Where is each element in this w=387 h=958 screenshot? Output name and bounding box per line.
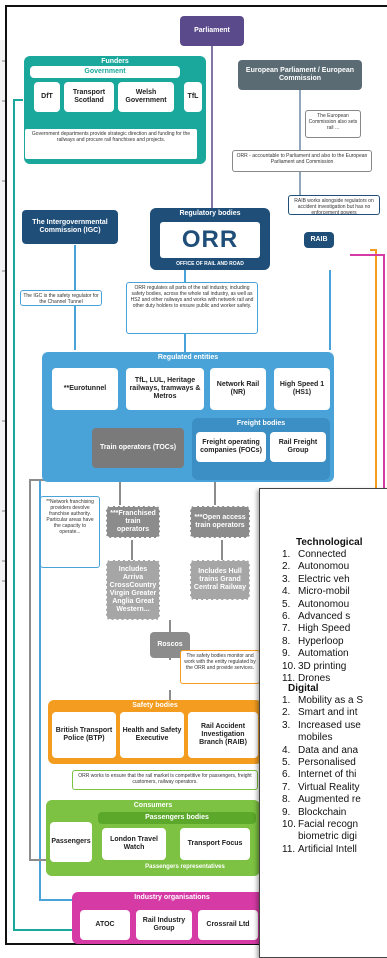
list-item: 4.Data and ana: [282, 744, 359, 756]
technological-heading: Technological: [296, 537, 363, 548]
list-item: 7.High Speed: [282, 623, 351, 635]
open-access-list: Includes Hull trains Grand Central Railw…: [190, 560, 250, 600]
list-item: 2.Autonomou: [282, 561, 350, 573]
freight-operators-box: Freight operating companies (FOCs): [196, 432, 266, 462]
franchising-note: **Network franchising providers devolve …: [40, 496, 100, 568]
transport-scotland-box: Transport Scotland: [64, 82, 114, 112]
funders-title: Funders: [101, 58, 129, 65]
orr-note: ORR regulates all parts of the rail indu…: [126, 282, 258, 334]
freight-note: The safety bodies monitor and work with …: [180, 650, 260, 684]
btp-box: British Transport Police (BTP): [52, 712, 116, 758]
government-box: Government: [30, 66, 180, 78]
regulatory-panel: Regulatory bodies ORR OFFICE OF RAIL AND…: [150, 208, 270, 270]
franchised-list: Includes Arriva CrossCountry Virgin Grea…: [106, 560, 160, 620]
list-item: 5.Autonomou: [282, 598, 350, 610]
london-travelwatch-box: London Travel Watch: [102, 828, 166, 860]
list-item: 9.Automation: [282, 648, 349, 660]
list-item: 6.Advanced s: [282, 611, 351, 623]
crossrail-box: Crossrail Ltd: [198, 910, 258, 940]
igc-note: The IGC is the safety regulator for the …: [20, 290, 102, 306]
list-item: 2.Smart and int: [282, 707, 358, 719]
hse-box: Health and Safety Executive: [120, 712, 184, 758]
train-operators-box: Train operators (TOCs): [92, 428, 184, 468]
orr-competition-note: ORR works to ensure that the rail market…: [72, 770, 258, 790]
dft-box: DfT: [34, 82, 60, 112]
list-item: 11.Artificial Intell: [282, 843, 357, 855]
raib-safety-box: Rail Accident Investigation Branch (RAIB…: [188, 712, 258, 758]
rail-industry-group-box: Rail Industry Group: [136, 910, 192, 940]
regulated-title: Regulated entities: [157, 354, 219, 361]
list-item: mobiles: [298, 732, 333, 744]
digital-heading: Digital: [288, 683, 319, 694]
eu-note-2: ORR - accountable to Parliament and also…: [232, 150, 372, 172]
network-rail-box: Network Rail (NR): [210, 368, 266, 410]
orr-logo-text: ORR: [181, 226, 239, 253]
list-item: 5.Personalised: [282, 757, 356, 769]
open-access-box: ***Open access train operators: [190, 506, 250, 538]
atoc-box: ATOC: [80, 910, 130, 940]
passenger-representatives-label: Passengers representatives: [145, 864, 225, 870]
rail-freight-group-box: Rail Freight Group: [270, 432, 326, 462]
passenger-bodies-title: Passengers bodies: [98, 812, 256, 824]
eu-note-1: The European Commission also sets rail .…: [305, 110, 361, 138]
list-item: 11.Drones: [282, 673, 331, 685]
list-item: 1.Connected: [282, 549, 347, 560]
list-item: 8.Augmented re: [282, 794, 361, 806]
igc-box: The Intergovernmental Commission (IGC): [22, 210, 118, 244]
orr-logo: ORR: [160, 222, 260, 258]
list-item: 6.Internet of thi: [282, 769, 357, 781]
orr-subtitle: OFFICE OF RAIL AND ROAD: [176, 261, 244, 267]
list-item: biometric digi: [298, 831, 357, 843]
industry-title: Industry organisations: [134, 894, 210, 901]
list-item: 1.Mobility as a S: [282, 695, 364, 706]
funders-note: Government departments provide strategic…: [24, 128, 198, 160]
list-item: 8.Hyperloop: [282, 635, 344, 647]
parliament-box: Parliament: [180, 16, 244, 46]
franchised-box: ***Franchised train operators: [106, 506, 160, 538]
list-item: 9.Blockchain: [282, 806, 347, 818]
hs1-box: High Speed 1 (HS1): [274, 368, 330, 410]
freight-title: Freight bodies: [236, 420, 286, 427]
eu-box: European Parliament / European Commissio…: [238, 60, 362, 90]
eurotunnel-box: **Eurotunnel: [52, 368, 118, 410]
list-item: 3.Electric veh: [282, 573, 350, 585]
transport-focus-box: Transport Focus: [180, 828, 250, 860]
list-item: 4.Micro-mobil: [282, 586, 350, 598]
raib-box: RAIB: [304, 232, 334, 248]
heritage-box: TfL, LUL, Heritage railways, tramways & …: [126, 368, 204, 410]
digital-list: 1.Mobility as a S 2.Smart and int 3.Incr…: [282, 695, 363, 856]
regulatory-title: Regulatory bodies: [179, 210, 241, 217]
raib-side-note: RAIB works alongside regulators on accid…: [288, 195, 380, 216]
list-item: 3.Increased use: [282, 719, 361, 731]
list-item: 7.Virtual Reality: [282, 781, 360, 793]
technological-list: 1.Connected 2.Autonomou 3.Electric veh 4…: [282, 549, 350, 685]
consumers-title: Consumers: [133, 802, 173, 809]
passengers-box: Passengers: [50, 822, 92, 862]
list-item: 10.Facial recogn: [282, 819, 359, 831]
tfl-box: TfL: [184, 82, 202, 112]
welsh-government-box: Welsh Government: [118, 82, 174, 112]
list-item: 10.3D printing: [282, 660, 347, 672]
safety-title: Safety bodies: [132, 702, 178, 709]
trends-list-card: Technological 1.Connected 2.Autonomou 3.…: [259, 488, 387, 958]
